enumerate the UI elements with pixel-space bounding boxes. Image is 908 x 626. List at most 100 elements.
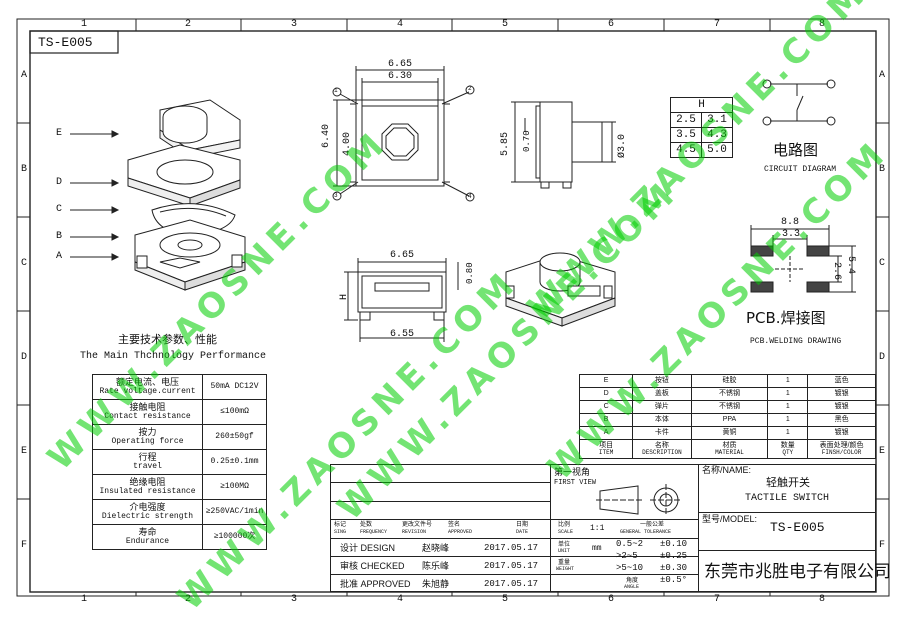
tb-header-en: FREQUENCY (360, 529, 388, 535)
spec-label-cn: 额定电流、电压 (115, 376, 179, 387)
unit-value: mm (592, 544, 602, 553)
col-number-top: 3 (291, 19, 298, 30)
bom-cell: 硅胶 (690, 374, 769, 388)
row-letter-right: A (879, 70, 886, 81)
title-block: 第一视角 FIRST VIEW 名称/NAME: 轻触开关 TACTILE SW… (330, 464, 891, 592)
dim-front-h: H (339, 293, 350, 300)
tb-header-en: SING (334, 529, 347, 535)
tb-header-cn: 日期 (516, 522, 529, 528)
tb-person: 朱旭静 (422, 579, 450, 589)
pcb-title-cn: PCB.焊接图 (746, 309, 826, 327)
dim-pcb-height-1: 5.4 (845, 256, 856, 275)
col-number-top: 5 (502, 19, 509, 30)
pin-2: 2 (468, 85, 472, 92)
company-name: 东莞市兆胜电子有限公司 (704, 562, 891, 582)
exploded-label: D (56, 177, 63, 188)
bom-header-cn: 表面处理/颜色 (819, 441, 864, 449)
bom-header-en: ITEM (598, 448, 614, 456)
bom-cell: 不锈钢 (690, 400, 769, 414)
tb-header-en: SCALE (558, 529, 574, 535)
dim-front-t: 0.80 (465, 262, 475, 284)
dim-pcb-width-2: 3.3 (782, 229, 801, 240)
angle-cn: 角度 (626, 578, 639, 584)
spec-value: ≤100mΩ (202, 399, 267, 425)
pin-3: 3 (334, 192, 338, 199)
tb-header-cn: 比例 (558, 522, 571, 528)
spec-label-en: Contact resistance (104, 411, 191, 421)
spec-label-en: Rate voltage.current (99, 386, 196, 396)
tb-header-cn: 标记 (334, 522, 347, 528)
bom-header-cn: 名称 (654, 441, 669, 449)
bom-cell: 1 (767, 387, 809, 401)
col-number-bottom: 7 (714, 594, 721, 605)
tb-header-cn: 签名 (448, 522, 461, 528)
row-letter-left: B (21, 164, 28, 175)
spec-label-en: Insulated resistance (99, 486, 196, 496)
exploded-view (127, 99, 246, 291)
exploded-leader-arrows (70, 130, 120, 261)
dim-front-width-1: 6.65 (390, 250, 415, 261)
bom-cell: 卡件 (632, 426, 692, 440)
spec-label-cn: 接触电阻 (129, 401, 166, 412)
spec-label-en: travel (133, 461, 162, 471)
bom-cell: PPA (690, 413, 769, 427)
row-letter-right: F (879, 540, 886, 551)
part-code-box (29, 30, 119, 54)
front-view (344, 258, 459, 342)
spec-label-cn: 行程 (138, 451, 157, 462)
model-number: TS-E005 (770, 520, 825, 535)
row-letter-left: C (21, 258, 28, 269)
iso-view (505, 252, 616, 327)
name-label: 名称/NAME: (702, 465, 752, 475)
h-table-cell: 5.0 (701, 142, 733, 158)
row-letter-left: A (21, 70, 28, 81)
dim-top-width-2: 6.30 (388, 71, 413, 82)
bom-header-en: DESCRIPTION (642, 448, 682, 456)
spec-value: ≥100000次 (202, 524, 267, 550)
bom-cell: 1 (767, 400, 809, 414)
bom-header-cn: 材质 (722, 441, 737, 449)
product-name-cn: 轻触开关 (766, 477, 810, 489)
tb-role: 批准 APPROVED (340, 579, 411, 589)
bom-cell: 蓝色 (807, 374, 876, 388)
exploded-label: E (56, 128, 63, 139)
tol-range: 0.5~2 (616, 539, 644, 549)
dim-side-height: 5.85 (500, 131, 511, 156)
tol-value: ±0.30 (660, 563, 688, 573)
col-number-top: 6 (608, 19, 615, 30)
bom-cell: 1 (767, 426, 809, 440)
tol-en: GENERAL TOLERANCE (620, 529, 672, 535)
pin-1: 1 (334, 87, 338, 94)
col-number-top: 2 (185, 19, 192, 30)
row-letter-right: D (879, 352, 886, 363)
col-number-bottom: 5 (502, 594, 509, 605)
dim-side-dia: Ø3.0 (617, 133, 628, 158)
unit-cn: 单位 (558, 542, 571, 548)
bom-cell: 镀银 (807, 400, 876, 414)
dim-side-a: 0.70 (522, 130, 532, 152)
first-view-en: FIRST VIEW (554, 479, 597, 487)
col-number-bottom: 2 (185, 594, 192, 605)
bom-header-cn: 数量 (780, 441, 795, 449)
bom-cell: 不锈钢 (690, 387, 769, 401)
spec-value: ≥100MΩ (202, 474, 267, 500)
tol-range: >5~10 (616, 563, 644, 573)
model-label: 型号/MODEL: (702, 514, 758, 524)
spec-value: 260±50gf (202, 424, 267, 450)
tb-person: 赵晓峰 (422, 543, 450, 553)
outer-frame (16, 18, 890, 597)
exploded-label: A (56, 251, 63, 262)
spec-value: 50mA DC12V (202, 374, 267, 400)
tb-date: 2017.05.17 (484, 561, 539, 571)
